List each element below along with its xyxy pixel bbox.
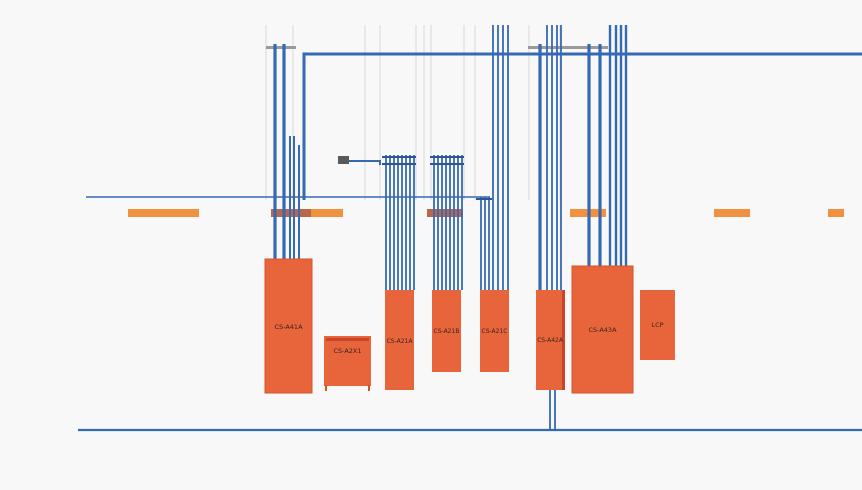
trapeze-bars: [266, 46, 608, 49]
panel-cs-a21c: CS-A21C: [480, 290, 509, 372]
panel-cs-a21b: CS-A21B: [432, 290, 461, 372]
horizontal-conduits: [78, 52, 862, 432]
panel-label: LCP: [651, 321, 663, 329]
panel-cs-a42a: CS-A42A: [536, 290, 565, 390]
panel-cs-a43a: CS-A43A: [571, 265, 634, 394]
panel-label: CS-A21A: [387, 338, 414, 345]
panel-cs-a21a: CS-A21A: [385, 290, 414, 390]
panel-label: CS-A41A: [274, 323, 303, 331]
cable-trays: [128, 209, 844, 217]
vertical-conduits: [273, 25, 628, 430]
panel-label: CS-A2X1: [333, 347, 361, 355]
panel-label: CS-A43A: [588, 326, 617, 334]
panel-label: CS-A21B: [434, 328, 460, 335]
panel-cs-a41a: CS-A41A: [264, 258, 313, 394]
junction-box: [338, 156, 349, 164]
conduit-supports: [382, 156, 492, 200]
panel-cs-a2x1: CS-A2X1: [324, 336, 371, 391]
panel-lcp: LCP: [640, 290, 675, 360]
panel-label: CS-A42A: [537, 337, 564, 344]
panel-label: CS-A21C: [482, 328, 508, 335]
